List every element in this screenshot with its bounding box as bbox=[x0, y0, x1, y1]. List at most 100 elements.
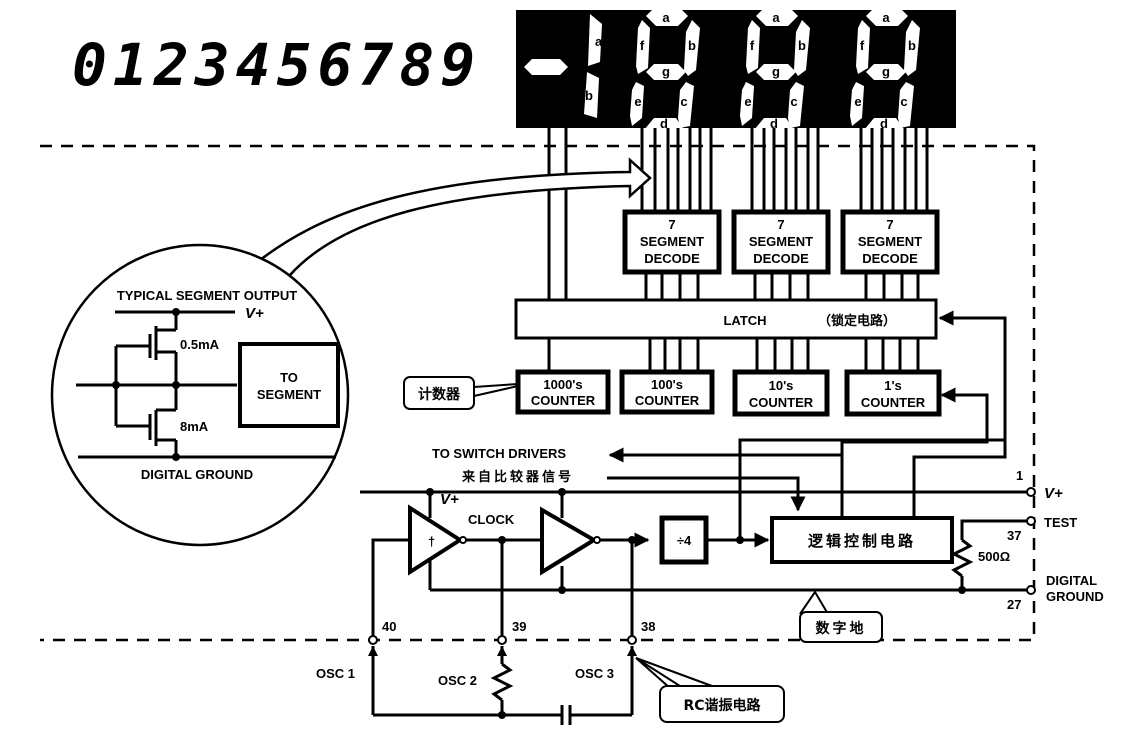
divider-box bbox=[659, 515, 709, 565]
callout-digital-ground: 数字地 bbox=[799, 590, 883, 643]
segment-e-digit-4 bbox=[850, 82, 864, 126]
decoder-box-2 bbox=[731, 209, 831, 275]
segment-a-digit-4 bbox=[866, 8, 908, 26]
segment-label-d: d bbox=[880, 116, 888, 131]
pin-39-name: OSC 2 bbox=[438, 673, 477, 688]
segment-g-digit-4 bbox=[866, 64, 906, 80]
segment-b bbox=[584, 72, 599, 118]
control-wires bbox=[738, 310, 1007, 540]
segment-b-digit-3 bbox=[794, 20, 810, 76]
decoder-2-line1: 7 bbox=[777, 217, 784, 232]
segment-label-g: g bbox=[882, 64, 890, 79]
digits-sample: 0123456789 bbox=[72, 31, 481, 99]
pin-37-number: 37 bbox=[1007, 528, 1021, 543]
segment-b-digit-4 bbox=[904, 20, 920, 76]
resistor-label: 500Ω bbox=[978, 549, 1010, 564]
counter-box-100 bbox=[619, 369, 715, 415]
pin-38-number: 38 bbox=[641, 619, 655, 634]
counter-10-line1: 10's bbox=[769, 378, 794, 393]
counter-1000-line1: 1000's bbox=[543, 377, 582, 392]
segment-label-e: e bbox=[744, 94, 751, 109]
decoder-3-line3: DECODE bbox=[862, 251, 918, 266]
callout-rc-osc-text: RC谐振电路 bbox=[683, 697, 761, 714]
to-switch-drivers-label: TO SWITCH DRIVERS bbox=[432, 446, 566, 461]
counter-100-line2: COUNTER bbox=[635, 393, 700, 408]
segment-label-g: g bbox=[772, 64, 780, 79]
inset-box-line1: TO bbox=[280, 370, 298, 385]
pin-39-number: 39 bbox=[512, 619, 526, 634]
decoder-2-line2: SEGMENT bbox=[749, 234, 813, 249]
segment-minus bbox=[524, 59, 568, 75]
counter-1-line2: COUNTER bbox=[861, 395, 926, 410]
latch-label: LATCH bbox=[723, 313, 766, 328]
clock-buffer-2 bbox=[540, 506, 601, 576]
latch-label-cn: （锁定电路） bbox=[818, 313, 896, 329]
right-pins: 1 V+ TEST 37 DIGITAL GROUND 27 bbox=[1007, 468, 1104, 612]
vplus-osc-label: V+ bbox=[440, 491, 459, 508]
segment-label-d: d bbox=[660, 116, 668, 131]
decoder-1-line3: DECODE bbox=[644, 251, 700, 266]
segment-label-d: d bbox=[770, 116, 778, 131]
segment-a-digit-2 bbox=[646, 8, 688, 26]
counter-1000-line2: COUNTER bbox=[531, 393, 596, 408]
pin-27-number: 27 bbox=[1007, 597, 1021, 612]
pin-40-name: OSC 1 bbox=[316, 666, 355, 681]
zoom-arrow bbox=[249, 157, 652, 276]
display-wires bbox=[547, 128, 929, 372]
chip-boundary bbox=[40, 144, 1036, 642]
segment-label-f: f bbox=[860, 38, 865, 53]
decoder-3-line2: SEGMENT bbox=[858, 234, 922, 249]
counter-box-1 bbox=[844, 369, 942, 417]
segment-label-c: c bbox=[900, 94, 907, 109]
counter-box-10 bbox=[732, 369, 830, 417]
counter-10-line2: COUNTER bbox=[749, 395, 814, 410]
clock-label: CLOCK bbox=[468, 512, 515, 527]
counter-100-line1: 100's bbox=[651, 377, 683, 392]
schmitt-icon: † bbox=[428, 534, 435, 549]
pin-27-name-line1: DIGITAL bbox=[1046, 573, 1097, 588]
segment-f-digit-2 bbox=[636, 20, 650, 74]
segment-label-a: a bbox=[772, 10, 780, 25]
inset-current-top: 0.5mA bbox=[180, 337, 220, 352]
segment-a bbox=[588, 14, 602, 66]
decoder-box-1 bbox=[622, 209, 722, 275]
segment-f-digit-4 bbox=[856, 20, 870, 74]
segment-label-a: a bbox=[882, 10, 890, 25]
pin-40-number: 40 bbox=[382, 619, 396, 634]
segment-d-digit-2 bbox=[644, 118, 684, 130]
segment-label-f: f bbox=[750, 38, 755, 53]
logic-control-box bbox=[770, 516, 954, 564]
inset-vplus: V+ bbox=[245, 305, 264, 322]
segment-label-c: c bbox=[790, 94, 797, 109]
pin-27-name-line2: GROUND bbox=[1046, 589, 1104, 604]
decoder-1-line2: SEGMENT bbox=[640, 234, 704, 249]
segment-label-b: b bbox=[798, 38, 806, 53]
decoder-1-line1: 7 bbox=[668, 217, 675, 232]
half-digit-label-b: b bbox=[585, 88, 593, 103]
segment-e-digit-2 bbox=[630, 82, 644, 126]
segment-g-digit-2 bbox=[646, 64, 686, 80]
segment-label-b: b bbox=[908, 38, 916, 53]
segment-label-e: e bbox=[854, 94, 861, 109]
decoder-2-line3: DECODE bbox=[753, 251, 809, 266]
callout-digital-ground-text: 数字地 bbox=[816, 620, 867, 637]
from-comparator-label: 来自比较器信号 bbox=[461, 469, 574, 485]
latch-box bbox=[514, 298, 938, 340]
segment-b-digit-2 bbox=[684, 20, 700, 76]
segment-d-digit-4 bbox=[864, 118, 904, 130]
pin-37-name: TEST bbox=[1044, 515, 1077, 530]
segment-c-digit-3 bbox=[788, 82, 804, 128]
callout-rc-osc: RC谐振电路 bbox=[635, 657, 785, 723]
oscillator-wiring bbox=[360, 490, 1030, 725]
segment-g-digit-3 bbox=[756, 64, 796, 80]
segment-label-f: f bbox=[640, 38, 645, 53]
inset-box-line2: SEGMENT bbox=[257, 387, 321, 402]
half-digit bbox=[524, 14, 602, 118]
segment-label-e: e bbox=[634, 94, 641, 109]
decoder-box-3 bbox=[840, 209, 940, 275]
inset-current-bottom: 8mA bbox=[180, 419, 209, 434]
